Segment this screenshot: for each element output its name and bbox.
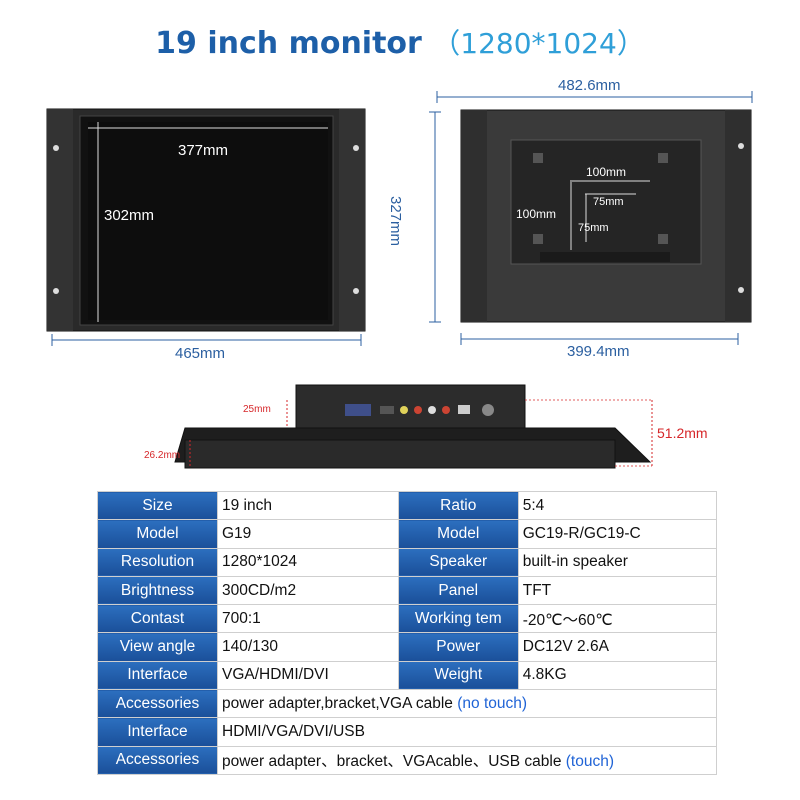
spec-value-text: power adapter,bracket,VGA cable [222,694,458,712]
spec-key: Ratio [397,490,519,521]
spec-value-text: power adapter、bracket、VGAcable、USB cable [222,753,566,771]
spec-value-wide: HDMI/VGA/DVI/USB [217,717,717,747]
spec-key: Interface [97,660,218,691]
title-resolution: （1280*1024） [432,27,645,60]
spec-key: Contast [97,604,218,634]
spec-value-note: (touch) [565,753,614,771]
table-row: Interface VGA/HDMI/DVI Weight 4.8KG [97,660,718,691]
vesa-75-h-label: 75mm [593,196,624,208]
table-row: Model G19 Model GC19-R/GC19-C [97,519,718,549]
spec-value: -20℃～60℃ [517,604,718,634]
spec-value-note: (no touch) [457,694,528,712]
rear-view [429,91,753,345]
spec-value-wide: power adapter,bracket,VGA cable (no touc… [217,689,717,719]
spec-value: G19 [217,519,399,549]
table-row: Size 19 inch Ratio 5:4 [97,490,718,521]
spec-value: 19 inch [217,490,399,521]
spec-key: Interface [97,717,218,747]
table-row: Interface HDMI/VGA/DVI/USB [97,717,717,747]
rear-body-width-label: 399.4mm [567,343,630,360]
spec-value: 5:4 [517,490,718,521]
vesa-75-v-label: 75mm [578,222,609,234]
vesa-100-h-label: 100mm [586,165,627,179]
spec-value: GC19-R/GC19-C [517,519,718,549]
table-row: Accessories power adapter、bracket、VGAcab… [97,745,717,775]
spec-value: DC12V 2.6A [517,632,718,662]
spec-key: Panel [397,575,519,606]
spec-key: Power [397,632,519,662]
spec-key: Size [97,490,218,521]
spec-value: 140/130 [217,632,399,662]
spec-value: built-in speaker [517,547,718,577]
table-row: View angle 140/130 Power DC12V 2.6A [97,632,718,662]
table-row: Contast 700:1 Working tem -20℃～60℃ [97,604,718,634]
spec-key: Brightness [97,575,218,606]
spec-key: Working tem [397,604,519,634]
depth-front-label: 26.2mm [144,450,181,461]
side-view [174,384,653,469]
spec-key: Weight [397,660,519,691]
spec-key: Accessories [97,689,218,719]
spec-key: View angle [97,632,218,662]
screen-height-label: 302mm [104,207,155,224]
spec-value: 4.8KG [517,660,718,691]
spec-value-wide: power adapter、bracket、VGAcable、USB cable… [217,745,717,775]
table-row: Resolution 1280*1024 Speaker built-in sp… [97,547,718,577]
screen-width-label: 377mm [178,142,229,159]
table-row: Brightness 300CD/m2 Panel TFT [97,575,718,606]
spec-key: Model [97,519,218,549]
spec-value: 700:1 [217,604,399,634]
spec-value: VGA/HDMI/DVI [217,660,399,691]
spec-key: Model [397,519,519,549]
front-view [46,108,366,346]
spec-key: Accessories [97,745,218,775]
spec-key: Speaker [397,547,519,577]
rear-height-label: 327mm [387,196,404,247]
page-title: 19 inch monitor （1280*1024） [0,22,800,62]
depth-back-label: 25mm [243,404,271,415]
depth-total-label: 51.2mm [657,425,708,441]
spec-value: 300CD/m2 [217,575,399,606]
vesa-100-v-label: 100mm [516,207,557,221]
rear-total-width-label: 482.6mm [558,77,621,94]
spec-value: TFT [517,575,718,606]
spec-value-text: HDMI/VGA/DVI/USB [222,723,365,741]
spec-table: Size 19 inch Ratio 5:4 Model G19 Model G… [97,490,718,775]
spec-value: 1280*1024 [217,547,399,577]
table-row: Accessories power adapter,bracket,VGA ca… [97,689,717,719]
spec-key: Resolution [97,547,218,577]
title-text: 19 inch monitor [155,26,422,61]
front-width-label: 465mm [175,345,226,362]
